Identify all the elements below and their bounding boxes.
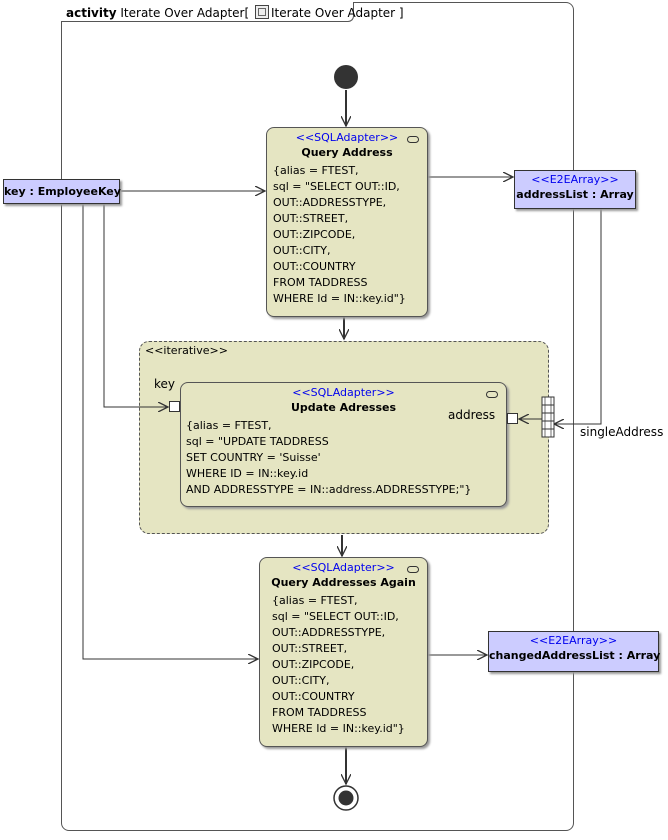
address-list-object[interactable]: <<E2EArray>> addressList : Array (514, 170, 636, 209)
body-line: FROM TADDRESS (272, 706, 367, 719)
action-body: {alias = FTEST, sql = "SELECT OUT::ID, O… (272, 593, 427, 737)
key-pin-label: key (154, 377, 176, 391)
address-pin-label: address (448, 408, 496, 422)
query-addresses-again-action[interactable]: <<SQLAdapter>> Query Addresses Again {al… (259, 557, 428, 747)
rake-icon (407, 136, 419, 143)
body-line: OUT::COUNTRY (272, 690, 355, 703)
single-address-label: singleAddress (580, 425, 664, 439)
body-line: WHERE Id = IN::key.id"} (273, 292, 406, 305)
body-line: OUT::STREET, (272, 642, 348, 655)
subactivity-icon (255, 5, 270, 19)
object-name: addressList : Array (516, 188, 634, 201)
action-name: Query Addresses Again (271, 576, 416, 589)
body-line: OUT::CITY, (272, 674, 330, 687)
flow-addresslist-to-expansion (554, 208, 602, 424)
body-line: OUT::ZIPCODE, (272, 658, 355, 671)
action-body: {alias = FTEST, sql = "UPDATE TADDRESS S… (186, 418, 506, 498)
changed-address-list-object[interactable]: <<E2EArray>> changedAddressList : Array (488, 631, 661, 672)
body-line: OUT::COUNTRY (273, 260, 356, 273)
stereotype: <<E2EArray>> (531, 173, 619, 186)
body-line: OUT::CITY, (273, 244, 331, 257)
body-line: WHERE ID = IN::key.id (186, 467, 309, 480)
body-line: sql = "SELECT OUT::ID, (272, 610, 399, 623)
stereotype: <<SQLAdapter>> (295, 131, 399, 144)
frame-keyword: activity (66, 6, 117, 20)
body-line: sql = "UPDATE TADDRESS (186, 435, 329, 448)
flow-key-to-keypin (103, 204, 168, 407)
stereotype: <<SQLAdapter>> (292, 386, 395, 399)
body-line: SET COUNTRY = 'Suisse' (186, 451, 321, 464)
body-line: {alias = FTEST, (272, 594, 358, 607)
action-name: Query Address (301, 146, 393, 159)
stereotype: <<E2EArray>> (529, 634, 618, 647)
rake-icon (486, 391, 498, 398)
body-line: WHERE Id = IN::key.id"} (272, 722, 405, 735)
key-pin[interactable] (169, 401, 180, 412)
query-address-action[interactable]: <<SQLAdapter>> Query Address {alias = FT… (266, 127, 428, 317)
body-line: OUT::STREET, (273, 212, 349, 225)
body-line: {alias = FTEST, (273, 164, 359, 177)
frame-tab (61, 2, 354, 22)
frame-title: activity Iterate Over Adapter[ Iterate O… (66, 5, 404, 20)
stereotype: <<SQLAdapter>> (292, 561, 395, 574)
object-name: changedAddressList : Array (489, 649, 661, 662)
frame-ref-name: Iterate Over Adapter ] (271, 6, 404, 20)
body-line: FROM TADDRESS (273, 276, 368, 289)
rake-icon (407, 566, 419, 573)
address-pin[interactable] (507, 413, 518, 424)
body-line: OUT::ADDRESSTYPE, (272, 626, 386, 639)
body-line: OUT::ZIPCODE, (273, 228, 356, 241)
body-line: {alias = FTEST, (186, 419, 272, 432)
body-line: OUT::ADDRESSTYPE, (273, 196, 387, 209)
body-line: sql = "SELECT OUT::ID, (273, 180, 400, 193)
action-body: {alias = FTEST, sql = "SELECT OUT::ID, O… (273, 163, 427, 307)
update-adresses-action[interactable]: <<SQLAdapter>> Update Adresses {alias = … (180, 382, 507, 507)
expansion-node (541, 396, 555, 438)
frame-name: Iterate Over Adapter[ (120, 6, 250, 20)
key-object-label: key : EmployeeKey (4, 185, 121, 198)
region-label: <<iterative>> (145, 344, 228, 357)
body-line: AND ADDRESSTYPE = IN::address.ADDRESSTYP… (186, 483, 472, 496)
key-object-node[interactable]: key : EmployeeKey (3, 179, 121, 204)
flow-key-to-again (82, 204, 258, 659)
initial-node (334, 65, 358, 89)
action-name: Update Adresses (290, 401, 397, 414)
